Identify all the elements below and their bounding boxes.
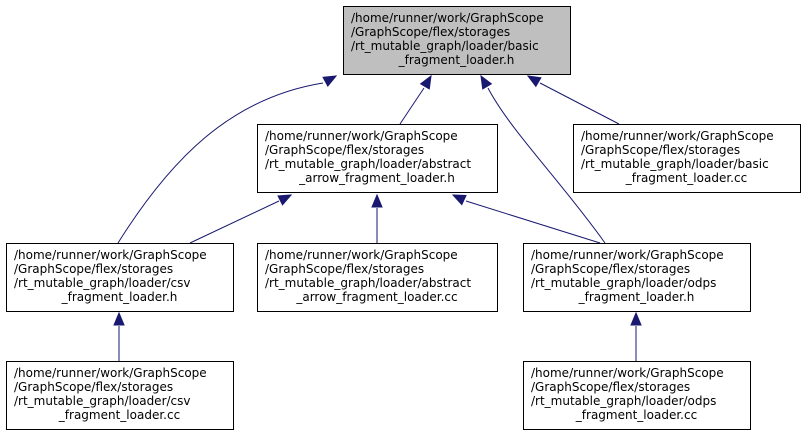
node-label-line: /rt_mutable_graph/loader/csv bbox=[14, 276, 191, 290]
node-label-line: _arrow_fragment_loader.cc bbox=[295, 290, 457, 304]
node-label-line: /home/runner/work/GraphScope bbox=[581, 129, 774, 143]
node-label-line: /GraphScope/flex/storages bbox=[14, 380, 173, 394]
edge-odps_cc-to-odps_h bbox=[630, 311, 642, 361]
edge-odps_h-to-basic_h bbox=[480, 74, 606, 244]
node-label-line: /GraphScope/flex/storages bbox=[531, 262, 690, 276]
node-label-line: /rt_mutable_graph/loader/odps bbox=[531, 394, 716, 408]
node-label-line: _arrow_fragment_loader.h bbox=[298, 171, 455, 185]
node-label-line: /rt_mutable_graph/loader/abstract bbox=[265, 157, 471, 171]
edge-arrowhead bbox=[322, 75, 338, 87]
node-box[interactable] bbox=[523, 243, 751, 312]
node-label-line: /rt_mutable_graph/loader/basic bbox=[581, 157, 769, 171]
node-label-line: _fragment_loader.h bbox=[398, 53, 515, 67]
file-node-basic-h[interactable]: /home/runner/work/GraphScope/GraphScope/… bbox=[343, 6, 571, 75]
edge-csv_h-to-basic_h bbox=[117, 75, 338, 244]
node-box[interactable] bbox=[6, 243, 234, 312]
node-label-line: /home/runner/work/GraphScope bbox=[14, 248, 207, 262]
edge-line bbox=[487, 87, 606, 244]
edge-arrowhead bbox=[371, 193, 383, 208]
file-node-odps-cc[interactable]: /home/runner/work/GraphScope/GraphScope/… bbox=[523, 361, 751, 430]
file-node-odps-h[interactable]: /home/runner/work/GraphScope/GraphScope/… bbox=[523, 243, 751, 312]
node-label-line: /GraphScope/flex/storages bbox=[351, 25, 510, 39]
node-box[interactable] bbox=[6, 361, 234, 430]
node-label-line: /GraphScope/flex/storages bbox=[581, 143, 740, 157]
node-label-line: /home/runner/work/GraphScope bbox=[265, 129, 458, 143]
node-label-line: /rt_mutable_graph/loader/basic bbox=[351, 39, 539, 53]
edge-arrowhead bbox=[630, 311, 642, 326]
edge-arrowhead bbox=[277, 194, 293, 206]
node-label-line: _fragment_loader.h bbox=[61, 290, 178, 304]
edge-arrowhead bbox=[526, 75, 542, 88]
edge-arrowhead bbox=[480, 74, 493, 90]
node-label-line: /rt_mutable_graph/loader/abstract bbox=[265, 276, 471, 290]
edge-odps_h-to-abstract_h bbox=[451, 194, 601, 244]
node-label-line: /home/runner/work/GraphScope bbox=[531, 248, 724, 262]
edge-arrowhead bbox=[419, 74, 432, 90]
edge-csv_cc-to-csv_h bbox=[113, 311, 125, 361]
node-box[interactable] bbox=[573, 124, 801, 193]
edge-abstract_cc-to-abstract_h bbox=[371, 193, 383, 243]
file-node-abstract-h[interactable]: /home/runner/work/GraphScope/GraphScope/… bbox=[257, 124, 498, 193]
edge-line bbox=[539, 82, 620, 125]
edge-line bbox=[117, 82, 324, 244]
node-label-line: /rt_mutable_graph/loader/odps bbox=[531, 276, 716, 290]
node-label-line: /home/runner/work/GraphScope bbox=[265, 248, 458, 262]
node-box[interactable] bbox=[257, 243, 498, 312]
node-label-line: /home/runner/work/GraphScope bbox=[351, 11, 544, 25]
file-node-csv-cc[interactable]: /home/runner/work/GraphScope/GraphScope/… bbox=[6, 361, 234, 430]
edge-line bbox=[189, 200, 280, 244]
edge-basic_cc-to-basic_h bbox=[526, 75, 620, 125]
node-box[interactable] bbox=[257, 124, 498, 193]
node-box[interactable] bbox=[523, 361, 751, 430]
nodes-layer: /home/runner/work/GraphScope/GraphScope/… bbox=[6, 6, 801, 430]
file-node-abstract-cc[interactable]: /home/runner/work/GraphScope/GraphScope/… bbox=[257, 243, 498, 312]
edge-arrowhead bbox=[113, 311, 125, 326]
node-label-line: /home/runner/work/GraphScope bbox=[531, 366, 724, 380]
file-node-csv-h[interactable]: /home/runner/work/GraphScope/GraphScope/… bbox=[6, 243, 234, 312]
node-label-line: _fragment_loader.h bbox=[578, 290, 695, 304]
node-label-line: _fragment_loader.cc bbox=[58, 408, 180, 422]
edge-csv_h-to-abstract_h bbox=[189, 194, 293, 244]
edges-layer bbox=[113, 74, 642, 361]
node-label-line: /GraphScope/flex/storages bbox=[265, 262, 424, 276]
node-label-line: /rt_mutable_graph/loader/csv bbox=[14, 394, 191, 408]
node-label-line: /GraphScope/flex/storages bbox=[265, 143, 424, 157]
file-node-basic-cc[interactable]: /home/runner/work/GraphScope/GraphScope/… bbox=[573, 124, 801, 193]
edge-line bbox=[465, 200, 601, 244]
edge-line bbox=[399, 87, 425, 125]
node-label-line: /GraphScope/flex/storages bbox=[14, 262, 173, 276]
edge-arrowhead bbox=[451, 194, 467, 206]
node-label-line: /GraphScope/flex/storages bbox=[531, 380, 690, 394]
node-label-line: _fragment_loader.cc bbox=[575, 408, 697, 422]
edge-abstract_h-to-basic_h bbox=[399, 74, 432, 125]
node-label-line: /home/runner/work/GraphScope bbox=[14, 366, 207, 380]
node-label-line: _fragment_loader.cc bbox=[625, 171, 747, 185]
node-box[interactable] bbox=[343, 6, 571, 75]
